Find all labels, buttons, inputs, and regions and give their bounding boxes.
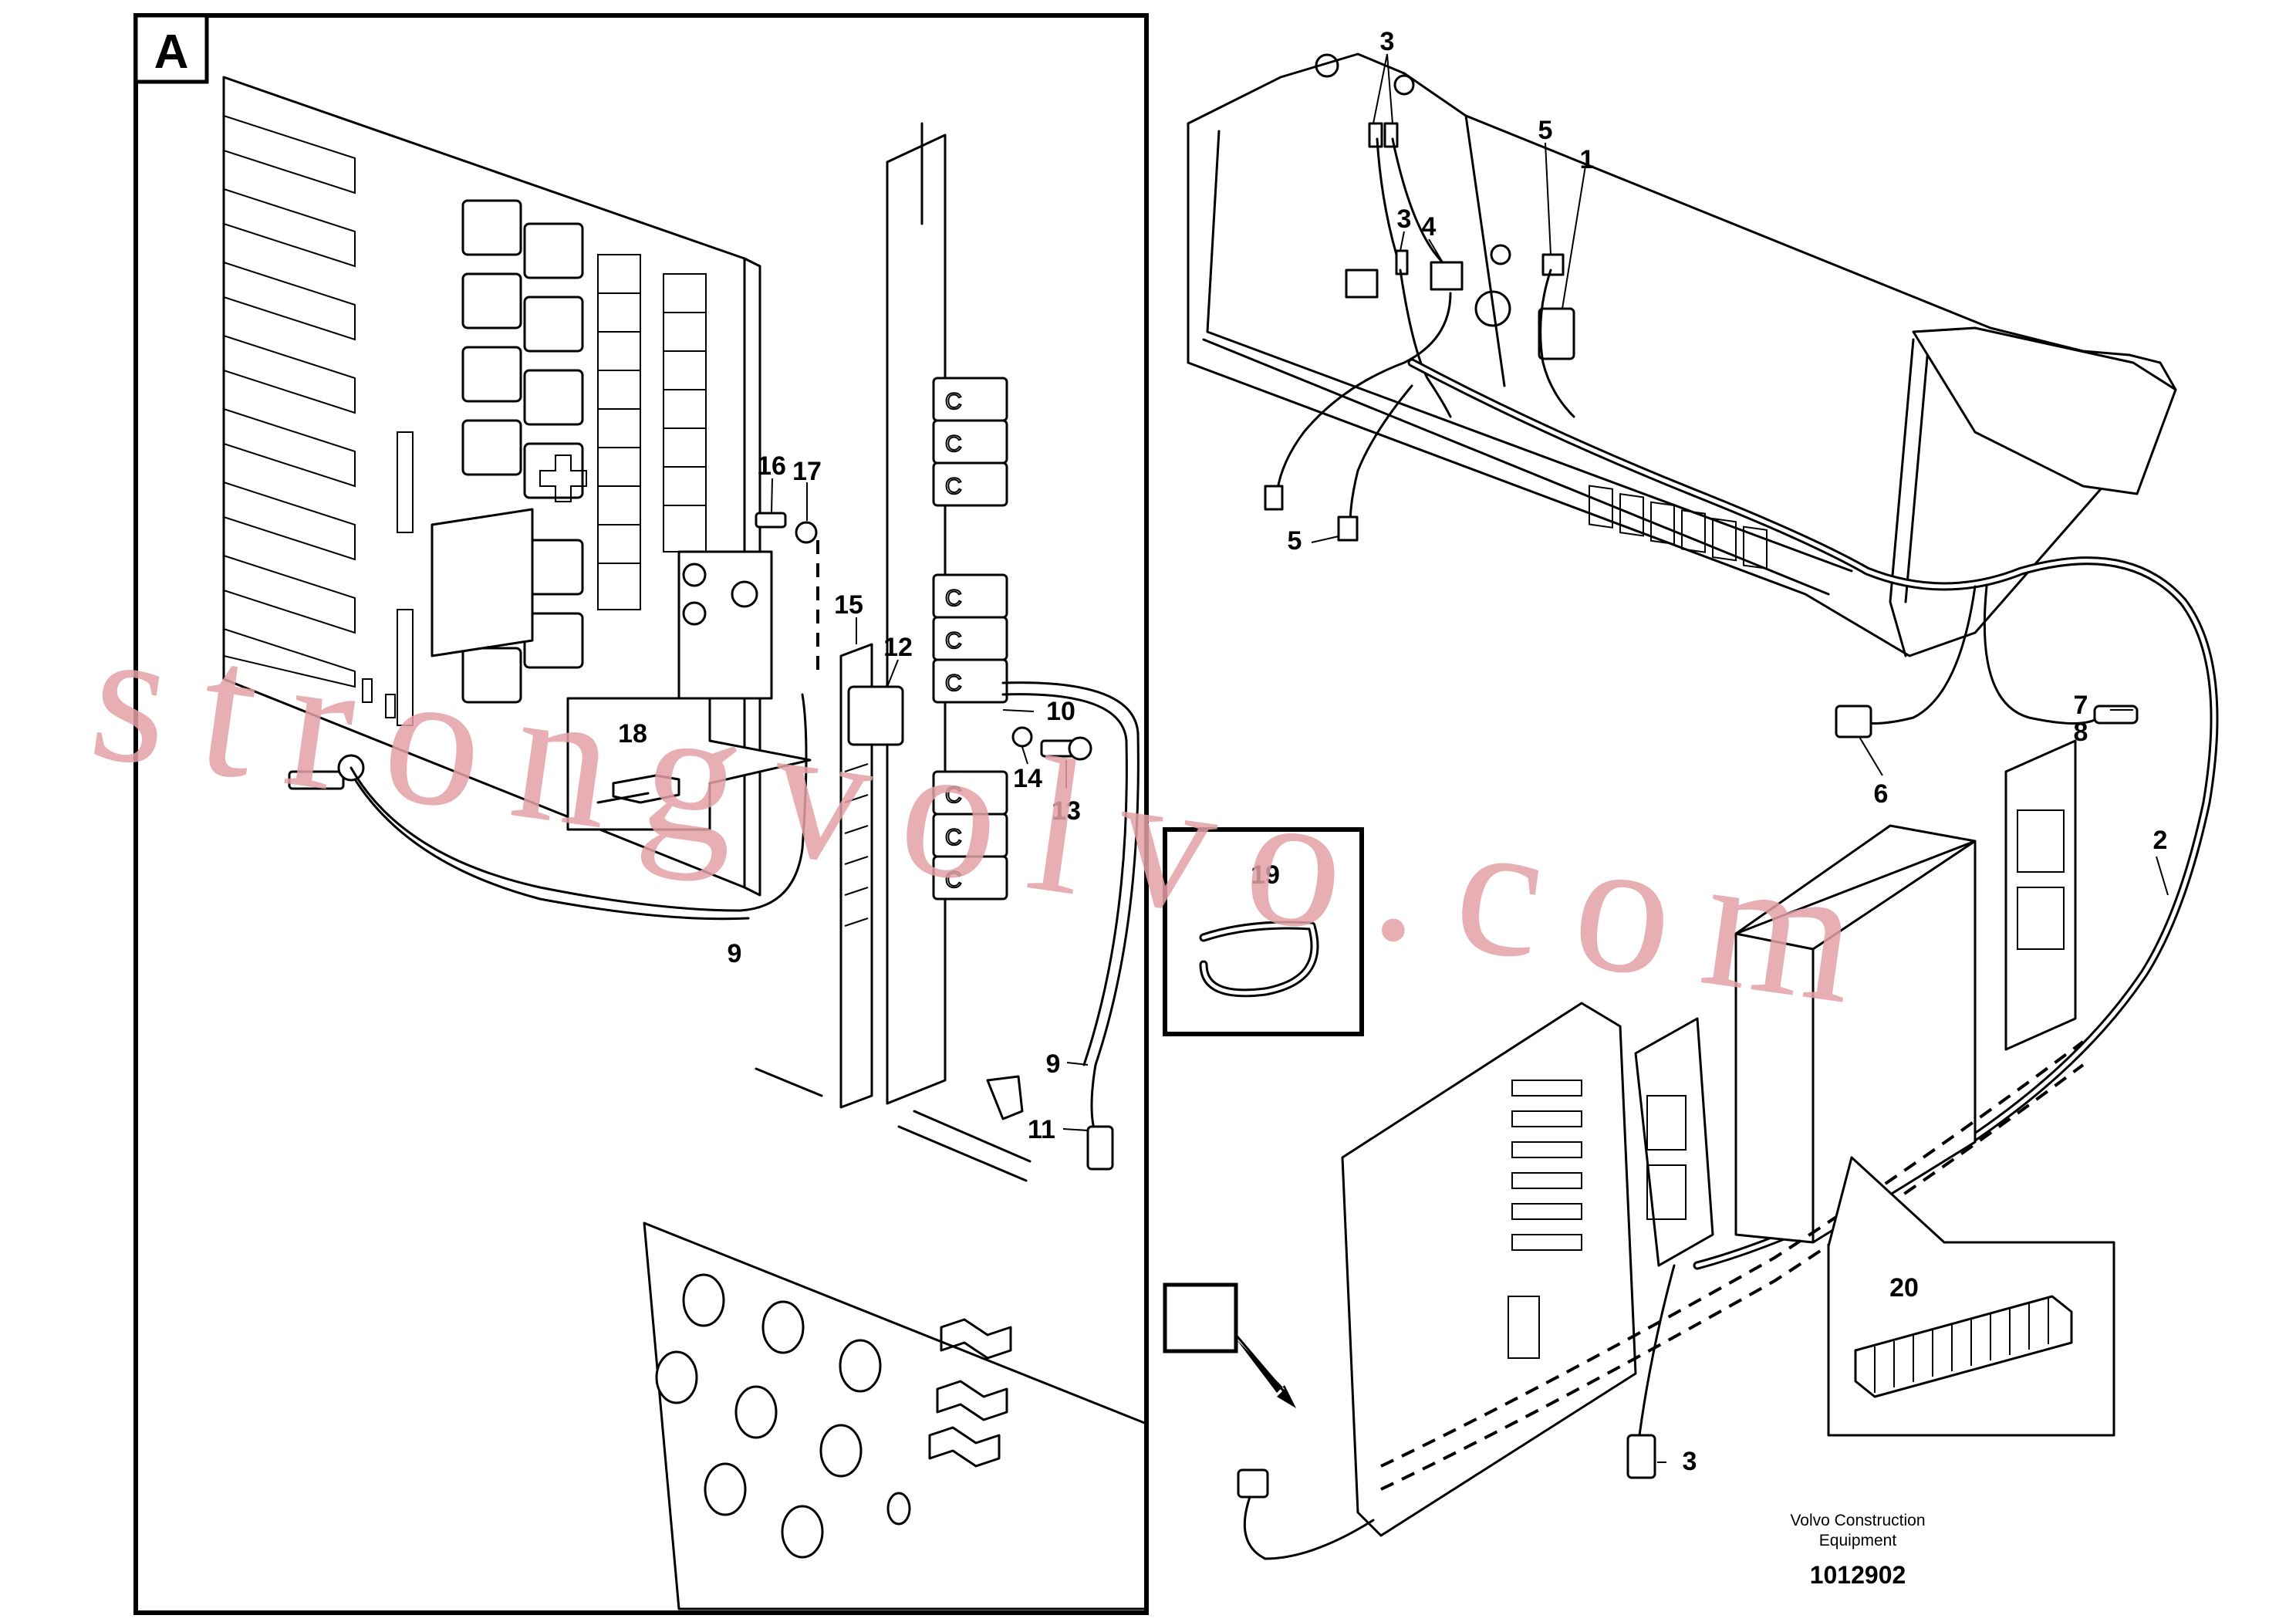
board-lower (1341, 1002, 1637, 1537)
inset-18 (566, 697, 812, 831)
callout-17: 17 (792, 457, 822, 486)
callout-18: 18 (618, 719, 647, 748)
wire-ground (349, 693, 808, 912)
callout-7: 7 (2074, 691, 2088, 720)
callout-2: 2 (2153, 826, 2168, 855)
instrument-panel (1187, 52, 2177, 657)
connector-3-panel (1345, 269, 1379, 299)
callout-5-bottom: 5 (1288, 526, 1302, 556)
svg-text:C: C (945, 474, 962, 499)
svg-text:C: C (945, 825, 962, 850)
callout-20: 20 (1889, 1273, 1919, 1303)
connector-5-a (1264, 485, 1284, 511)
inset-19 (1163, 827, 1364, 1036)
connector-strip (839, 643, 904, 1109)
connector-3-lower (1626, 1434, 1656, 1479)
bracket-left (1634, 1017, 1714, 1267)
svg-text:C: C (945, 782, 962, 808)
leaders-right (1311, 53, 2169, 1463)
leaders-detail (771, 478, 1089, 1131)
part-number: 1012902 (1810, 1561, 1906, 1589)
svg-text:C: C (945, 628, 962, 654)
callout-3-mid: 3 (1397, 204, 1412, 234)
connector-4 (1430, 261, 1464, 291)
detail-view-a: A (133, 13, 1149, 1615)
screw-16 (755, 512, 818, 544)
callout-19: 19 (1251, 860, 1280, 890)
callout-14: 14 (1013, 764, 1042, 793)
callout-6: 6 (1874, 779, 1889, 809)
callout-4: 4 (1422, 212, 1437, 242)
svg-text:C: C (945, 586, 962, 611)
callout-13: 13 (1052, 796, 1081, 826)
connector-5-b (1337, 515, 1359, 542)
credit-line-2: Equipment (1819, 1532, 1897, 1549)
callout-10: 10 (1046, 697, 1075, 726)
connector-11 (1086, 1125, 1114, 1171)
ecu-module (1734, 824, 1977, 1244)
callout-15: 15 (834, 590, 863, 620)
bracket-right (2004, 739, 2077, 1051)
callout-12: 12 (883, 633, 913, 662)
switch-1 (1538, 307, 1575, 360)
detail-letter: A (154, 25, 189, 79)
connector-lower-left (1237, 1468, 1269, 1499)
svg-text:C: C (945, 389, 962, 414)
callout-1: 1 (1580, 145, 1595, 174)
view-marker-a (1163, 1282, 1296, 1408)
screw-14-13 (1011, 726, 1092, 761)
svg-text:C: C (945, 867, 962, 893)
circuit-board (222, 76, 773, 897)
callout-16: 16 (757, 451, 786, 481)
inset-20 (1827, 1156, 2115, 1437)
callout-5-top: 5 (1538, 116, 1553, 145)
lower-panel (643, 1222, 1148, 1610)
clip (986, 1075, 1024, 1120)
credit-line-1: Volvo Construction (1790, 1512, 1925, 1529)
wire-9 (1001, 681, 1140, 1136)
callout-9-left: 9 (728, 939, 742, 968)
mounting-rail: C C C C C C C C C (886, 122, 1008, 1105)
callout-3-bottom: 3 (1683, 1447, 1697, 1476)
callout-9-right: 9 (1046, 1049, 1061, 1079)
callout-8: 8 (2074, 718, 2088, 747)
callout-3-top: 3 (1380, 27, 1395, 56)
connector-6 (1835, 705, 1872, 738)
connector-5-top (1541, 253, 1565, 276)
callouts: 1 2 3 3 3 4 5 5 6 7 8 9 9 10 11 12 13 14… (618, 27, 2167, 1476)
detail-letter-box (133, 13, 209, 84)
svg-text:C: C (945, 671, 962, 696)
connector-7-8 (2093, 705, 2139, 725)
svg-text:C: C (945, 431, 962, 457)
callout-11: 11 (1028, 1115, 1055, 1144)
